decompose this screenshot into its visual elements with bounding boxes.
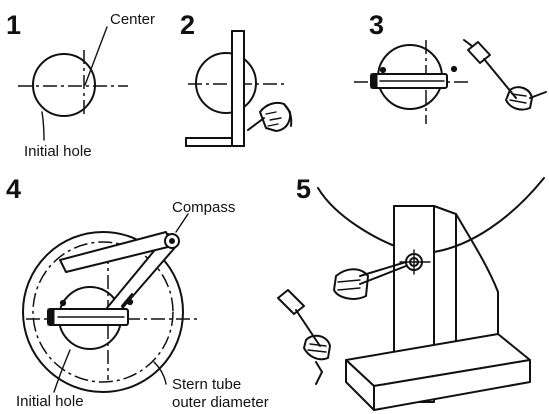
step-1-number: 1 — [6, 10, 21, 40]
hammer-icon — [463, 39, 547, 111]
compass-icon — [59, 231, 180, 321]
step-5-hull-curve-right — [433, 177, 545, 253]
step-3-number: 3 — [369, 10, 384, 40]
step-5-hammer — [277, 289, 331, 385]
step-4-mark-left — [59, 299, 67, 307]
step-4-punch — [47, 308, 129, 326]
step-4-stern-tube-label-line2: outer diameter — [172, 394, 269, 411]
step-2-panel: 2 — [180, 10, 293, 147]
step-2-hole-circle — [195, 52, 257, 114]
step-4-initial-hole-label: Initial hole — [16, 393, 84, 410]
step-1-hole-leader — [41, 111, 45, 141]
step-5-punch-hand — [333, 261, 407, 300]
step-4-hole-leader — [53, 349, 71, 393]
step-4-mark-right — [126, 298, 134, 306]
step-5-hull-curve-upper — [317, 187, 401, 249]
step-5-panel: 5 — [277, 174, 545, 411]
step-4-panel: 4 Compass Initial hole Stern tube outer … — [6, 174, 269, 411]
hull-block-icon — [345, 205, 531, 411]
step-4-compass-label: Compass — [172, 199, 235, 216]
step-1-center-label: Center — [110, 11, 155, 28]
step-3-mark-right — [450, 65, 458, 73]
step-2-number: 2 — [180, 10, 195, 40]
pencil-hand-icon — [247, 101, 293, 132]
step-3-panel: 3 — [354, 10, 547, 124]
step-5-number: 5 — [296, 174, 311, 204]
step-1-panel: 1 Center Initial hole — [6, 10, 155, 160]
step-4-stern-tube-label-line1: Stern tube — [172, 376, 241, 393]
square-ruler-icon — [185, 30, 245, 147]
step-4-stern-tube-leader — [153, 361, 167, 385]
step-4-number: 4 — [6, 174, 21, 204]
step-1-initial-hole-circle — [32, 53, 96, 117]
step-3-mark-left — [379, 66, 387, 74]
step-1-initial-hole-label: Initial hole — [24, 143, 92, 160]
step-4-stern-tube-dashed-circle — [32, 241, 174, 383]
step-4-stern-tube-outer-circle — [22, 231, 184, 393]
punch-icon — [370, 73, 448, 89]
step-1-center-leader — [84, 26, 108, 86]
step-4-compass-leader — [175, 213, 189, 233]
